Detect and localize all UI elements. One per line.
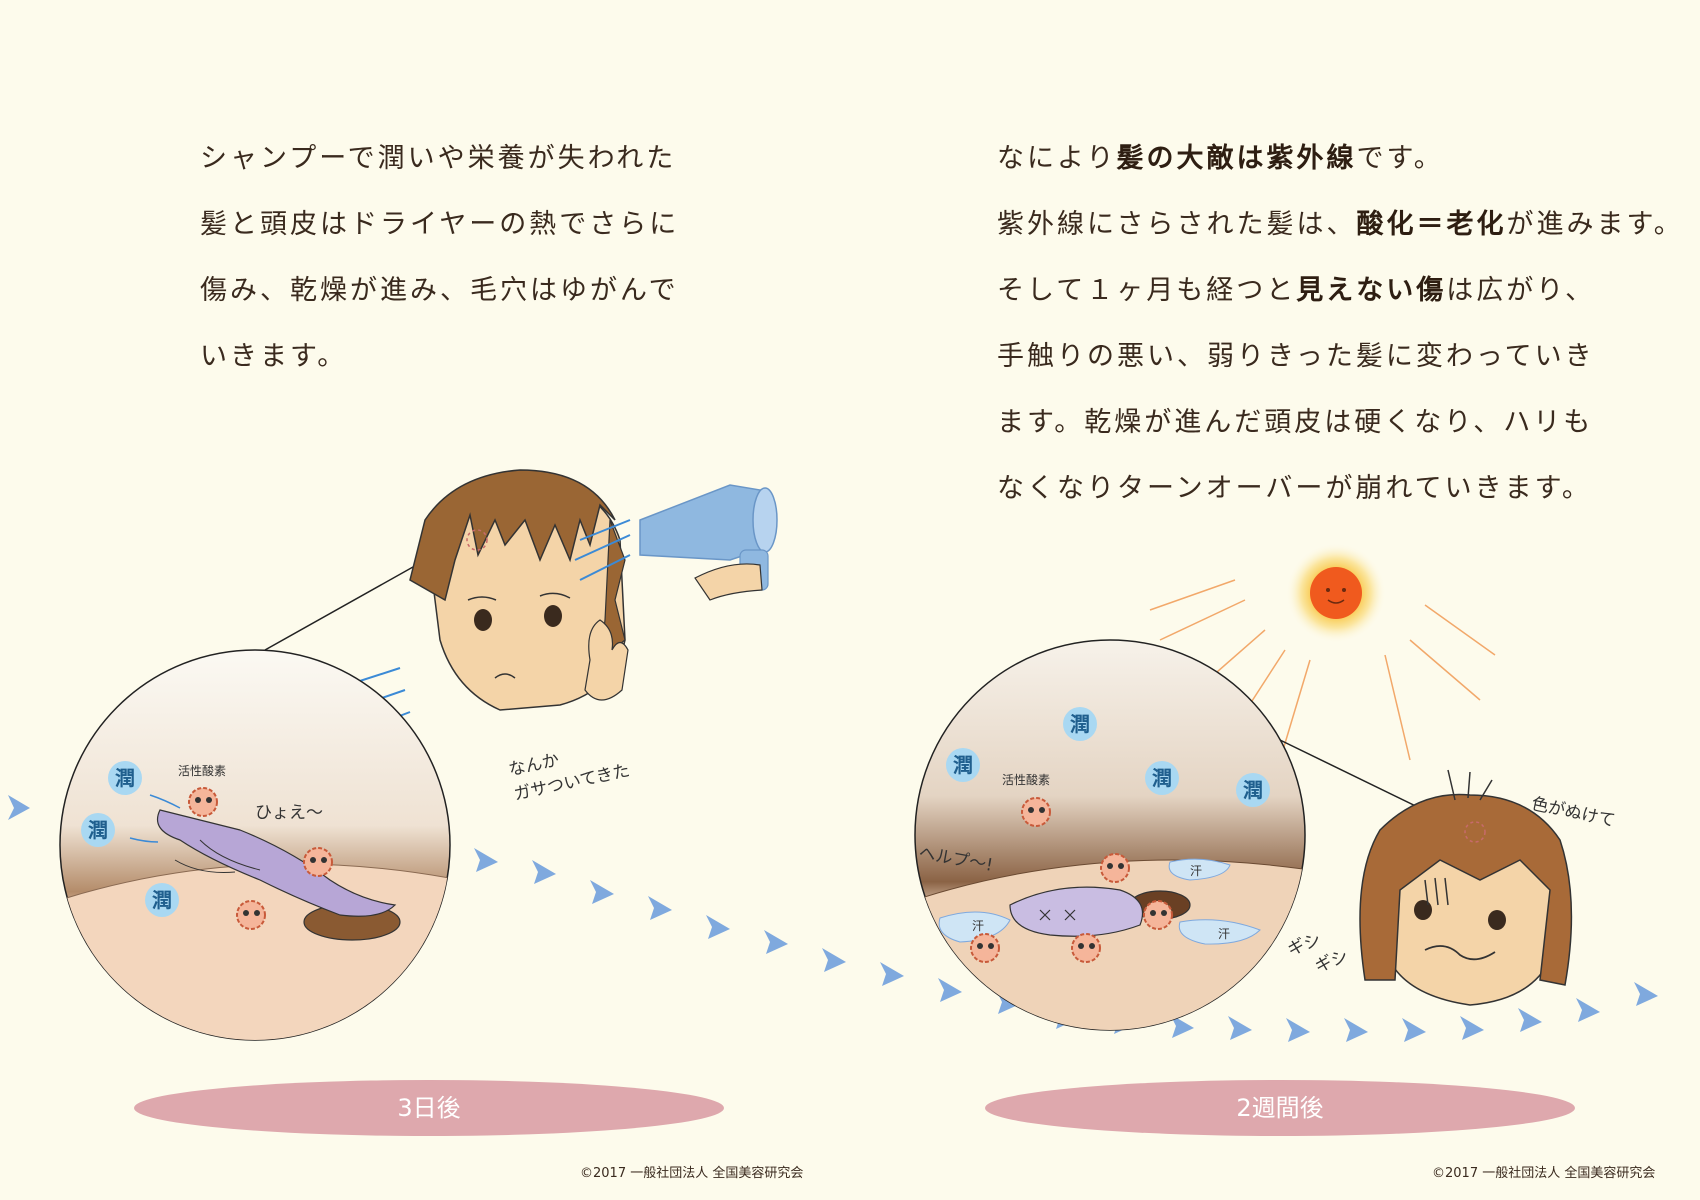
- svg-text:潤: 潤: [88, 818, 108, 842]
- left-line-3: 傷み、乾燥が進み、毛穴はゆがんで: [200, 275, 679, 306]
- right-line-2: 紫外線にさらされた髪は、酸化＝老化が進みます。: [997, 192, 1684, 258]
- left-paragraph: シャンプーで潤いや栄養が失われた 髪と頭皮はドライヤーの熱でさらに 傷み、乾燥が…: [200, 126, 679, 390]
- svg-text:潤: 潤: [1152, 766, 1172, 790]
- arrow-marker: [1460, 1016, 1484, 1040]
- active-oxygen-germ: [188, 787, 218, 817]
- arrow-marker: [1170, 1014, 1194, 1038]
- woman-with-damaged-hair: [1359, 769, 1573, 1006]
- sweat-label: 汗: [1190, 864, 1202, 878]
- right-line-4: 手触りの悪い、弱りきった髪に変わっていき: [997, 341, 1595, 372]
- right-line-1-c: です。: [1356, 143, 1444, 174]
- left-line-2: 髪と頭皮はドライヤーの熱でさらに: [200, 209, 680, 240]
- moisture-bubble: 潤: [1145, 761, 1179, 795]
- right-line-3-bold: 見えない傷: [1296, 275, 1447, 306]
- right-line-3: そして１ヶ月も経つと見えない傷は広がり、: [997, 258, 1684, 324]
- sweat-label: 汗: [972, 919, 984, 933]
- speech-rough-hair: なんか ガサついてきた: [507, 750, 632, 805]
- creak-text-group: ギシ ギシ: [1285, 930, 1351, 977]
- active-oxygen-germ: [1100, 853, 1130, 883]
- svg-text:潤: 潤: [152, 888, 172, 912]
- active-oxygen-label: 活性酸素: [178, 763, 226, 778]
- svg-text:潤: 潤: [115, 766, 135, 790]
- damaged-hair-strand: [156, 809, 397, 917]
- moisture-bubble: 潤: [108, 761, 142, 795]
- arrow-marker: [938, 978, 962, 1002]
- moisture-bubble: 潤: [1236, 773, 1270, 807]
- moisture-bubble: 潤: [1063, 707, 1097, 741]
- svg-text:潤: 潤: [1070, 712, 1090, 736]
- zoom-circle-3days: 潤 潤 潤 活性酸素 ひょえ〜: [59, 649, 451, 1041]
- arrow-marker: [1228, 1016, 1252, 1040]
- right-line-1: なにより髪の大敵は紫外線です。: [997, 126, 1684, 192]
- arrow-marker: [8, 795, 30, 820]
- arrow-marker: [706, 915, 730, 939]
- left-line-1: シャンプーで潤いや栄養が失われた: [200, 143, 677, 174]
- arrow-marker: [1576, 998, 1600, 1022]
- arrow-marker: [1518, 1008, 1542, 1032]
- right-eye: [544, 605, 562, 627]
- scalp-spot-marker: [1464, 821, 1486, 843]
- active-oxygen-germ: [970, 933, 1000, 963]
- arrow-marker: [1634, 982, 1658, 1006]
- moisture-bubble: 潤: [946, 748, 980, 782]
- active-oxygen-germ: [1143, 900, 1173, 930]
- arrow-marker: [1344, 1018, 1368, 1042]
- right-paragraph: なにより髪の大敵は紫外線です。 紫外線にさらされた髪は、酸化＝老化が進みます。 …: [997, 126, 1684, 522]
- right-line-2-a: 紫外線にさらされた髪は、: [997, 209, 1357, 240]
- moisture-bubble: 潤: [81, 813, 115, 847]
- right-line-5: ます。乾燥が進んだ頭皮は硬くなり、ハリも: [997, 407, 1594, 438]
- active-oxygen-germ: [303, 847, 333, 877]
- right-line-1-a: なにより: [997, 143, 1117, 174]
- active-oxygen-germ: [1071, 933, 1101, 963]
- arrow-marker: [474, 848, 498, 872]
- active-oxygen-germ: [236, 900, 266, 930]
- active-oxygen-label: 活性酸素: [1002, 772, 1050, 787]
- left-eye: [474, 609, 492, 631]
- right-line-2-bold: 酸化＝老化: [1356, 209, 1507, 240]
- sound-effect-text: ひょえ〜: [255, 803, 323, 823]
- zoom-circle-2weeks: 潤 潤 潤 潤: [914, 639, 1306, 1031]
- hair-dryer: [574, 484, 778, 601]
- right-line-6: なくなりターンオーバーが崩れていきます。: [997, 473, 1592, 504]
- arrow-marker: [880, 962, 904, 986]
- right-line-2-c: が進みます。: [1506, 209, 1684, 240]
- arrow-marker: [532, 860, 556, 884]
- sun: [1286, 543, 1386, 643]
- left-line-4: いきます。: [200, 341, 348, 372]
- hand-holding-dryer: [694, 563, 763, 601]
- moisture-bubble: 潤: [145, 883, 179, 917]
- left-eye: [1414, 900, 1432, 920]
- right-line-1-bold: 髪の大敵は紫外線: [1116, 143, 1357, 174]
- damaged-hair-strand: [1009, 886, 1144, 937]
- right-line-3-c: は広がり、: [1446, 275, 1596, 306]
- timeline-ellipse-2weeks: [985, 1080, 1575, 1136]
- time-label-2weeks: 2週間後: [1236, 1094, 1324, 1122]
- sweat-label: 汗: [1218, 927, 1230, 941]
- right-eye: [1488, 910, 1506, 930]
- woman-drying-hair: [409, 469, 629, 711]
- arrow-marker: [764, 930, 788, 954]
- copyright-left: ©2017 一般社団法人 全国美容研究会: [580, 1166, 804, 1181]
- copyright-right: ©2017 一般社団法人 全国美容研究会: [1432, 1166, 1656, 1181]
- timeline-ellipse-3days: [134, 1080, 724, 1136]
- arrow-marker: [1286, 1018, 1310, 1042]
- time-label-3days: 3日後: [397, 1094, 461, 1122]
- active-oxygen-germ: [1021, 797, 1051, 827]
- arrow-marker: [648, 896, 672, 920]
- arrow-marker: [822, 948, 846, 972]
- creak-text-2: ギシ: [1312, 946, 1351, 976]
- scalp-spot-marker: [466, 529, 488, 551]
- right-line-3-a: そして１ヶ月も経つと: [997, 275, 1297, 306]
- arrow-marker: [1402, 1018, 1426, 1042]
- arrow-marker: [590, 880, 614, 904]
- svg-text:潤: 潤: [953, 753, 973, 777]
- svg-text:潤: 潤: [1243, 778, 1263, 802]
